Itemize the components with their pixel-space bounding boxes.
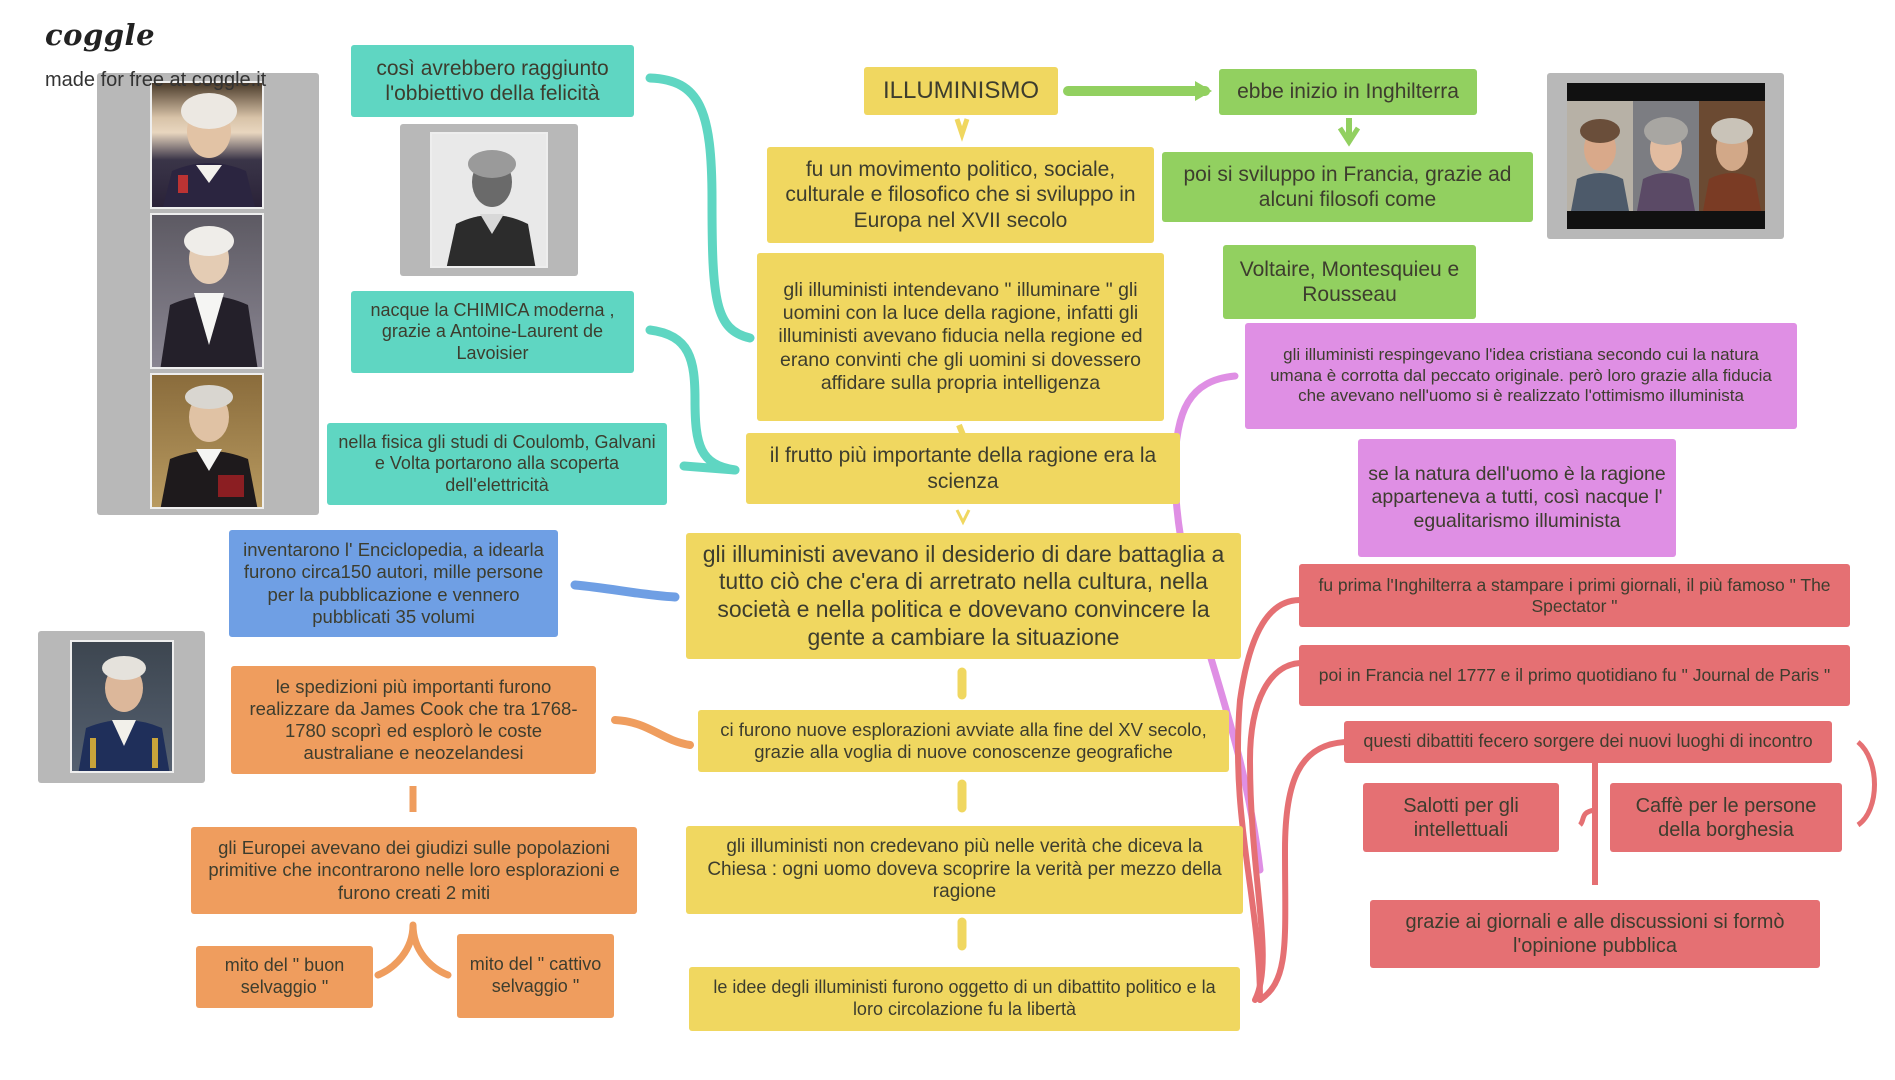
node-egualitarismo[interactable]: se la natura dell'uomo è la ragione appa… — [1358, 439, 1676, 557]
portrait-coulomb-icon — [150, 81, 264, 209]
node-dibattiti[interactable]: questi dibattiti fecero sorgere dei nuov… — [1344, 721, 1832, 763]
node-enciclopedia[interactable]: inventarono l' Enciclopedia, a idearla f… — [229, 530, 558, 637]
node-fisica[interactable]: nella fisica gli studi di Coulomb, Galva… — [327, 423, 667, 505]
node-felicita[interactable]: così avrebbero raggiunto l'obbiettivo de… — [351, 45, 634, 117]
cook-image — [38, 631, 205, 783]
portrait-volta-icon — [150, 373, 264, 509]
link-cook — [611, 716, 694, 749]
node-inghilterra-giornali[interactable]: fu prima l'Inghilterra a stampare i prim… — [1299, 564, 1850, 627]
node-natura[interactable]: gli illuministi respingevano l'idea cris… — [1245, 323, 1797, 429]
node-buon-selvaggio[interactable]: mito del " buon selvaggio " — [196, 946, 373, 1008]
philosophers-image — [1547, 73, 1784, 239]
portrait-voltaire-icon — [1633, 101, 1699, 211]
link-chimica — [645, 325, 740, 475]
portrait-galvani-icon — [150, 213, 264, 369]
portrait-lavoisier-icon — [430, 132, 548, 268]
node-idee[interactable]: le idee degli illuministi furono oggetto… — [689, 967, 1240, 1031]
node-definition[interactable]: fu un movimento politico, sociale, cultu… — [767, 147, 1154, 243]
link-giornali — [1235, 597, 1303, 1003]
link-enciclopedia — [570, 580, 680, 602]
node-opinione-pubblica[interactable]: grazie ai giornali e alle discussioni si… — [1370, 900, 1820, 968]
scientists-image — [97, 73, 319, 515]
portrait-montesquieu-icon — [1699, 101, 1765, 211]
node-inizio[interactable]: ebbe inizio in Inghilterra — [1219, 69, 1477, 115]
node-cook[interactable]: le spedizioni più importanti furono real… — [231, 666, 596, 774]
node-chiesa[interactable]: gli illuministi non credevano più nelle … — [686, 826, 1243, 914]
node-battaglia[interactable]: gli illuministi avevano il desiderio di … — [686, 533, 1241, 659]
lavoisier-image — [400, 124, 578, 276]
node-esplorazioni[interactable]: ci furono nuove esplorazioni avviate all… — [698, 710, 1229, 772]
node-filosofi[interactable]: Voltaire, Montesquieu e Rousseau — [1223, 245, 1476, 319]
node-scienza[interactable]: il frutto più importante della ragione e… — [746, 433, 1180, 504]
node-caffe[interactable]: Caffè per le persone della borghesia — [1610, 783, 1842, 852]
link-felicita — [645, 73, 755, 343]
node-miti[interactable]: gli Europei avevano dei giudizi sulle po… — [191, 827, 637, 914]
link-fisica — [679, 461, 740, 475]
node-illuminare[interactable]: gli illuministi intendevano " illuminare… — [757, 253, 1164, 421]
node-journal-de-paris[interactable]: poi in Francia nel 1777 e il primo quoti… — [1299, 645, 1850, 706]
portrait-cook-icon — [70, 640, 174, 773]
node-francia[interactable]: poi si sviluppo in Francia, grazie ad al… — [1162, 152, 1533, 222]
node-cattivo-selvaggio[interactable]: mito del " cattivo selvaggio " — [457, 934, 614, 1018]
node-illuminismo[interactable]: ILLUMINISMO — [864, 67, 1058, 115]
made-for-link[interactable]: made for free at coggle.it — [45, 69, 267, 91]
portrait-rousseau-icon — [1567, 101, 1633, 211]
coggle-logo: coggle — [45, 18, 156, 52]
node-salotti[interactable]: Salotti per gli intellettuali — [1363, 783, 1559, 852]
node-chimica[interactable]: nacque la CHIMICA moderna , grazie a Ant… — [351, 291, 634, 373]
